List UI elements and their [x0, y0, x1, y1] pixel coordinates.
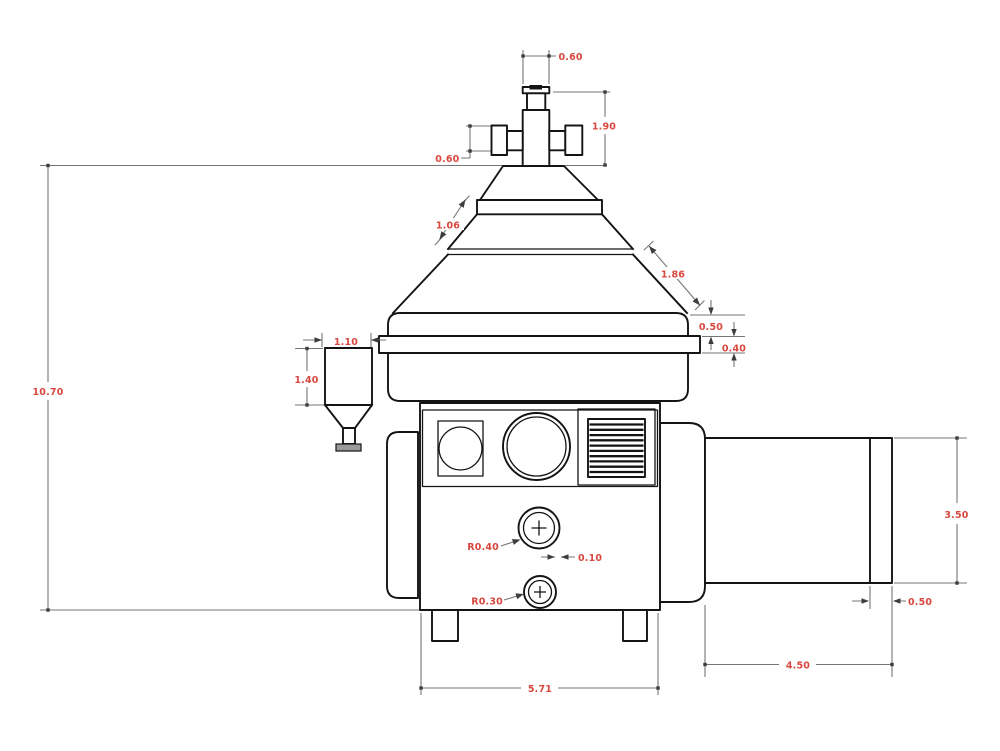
- right-arm-flange: [564, 124, 584, 156]
- drive-adapter: [659, 422, 706, 603]
- dimension-end-markers: [46, 54, 959, 690]
- lower-port: [523, 575, 557, 609]
- dim-lower-port-radius: R0.30: [471, 597, 503, 608]
- right-foot: [622, 609, 648, 642]
- upper-port: [517, 506, 561, 550]
- vent-grille: [577, 408, 656, 486]
- collection-hopper: [323, 347, 374, 452]
- valve-body: [521, 109, 551, 167]
- dim-motor-end-cap-width: 0.50: [908, 597, 932, 608]
- dim-hopper-width: 1.10: [334, 337, 358, 348]
- dim-port-wall-thickness: 0.10: [578, 553, 602, 564]
- valve-cross-assembly: [490, 85, 584, 167]
- dim-upper-cone-slope: 1.06: [436, 221, 460, 232]
- dim-motor-length: 4.50: [786, 661, 810, 672]
- inspection-ports: [517, 506, 561, 609]
- dim-inlet-arm-height: 0.60: [435, 154, 459, 165]
- dim-overall-height: 10.70: [32, 387, 63, 398]
- hopper-flange: [335, 443, 362, 452]
- motor-housing: [704, 437, 893, 584]
- frame-body: [419, 402, 661, 611]
- motor-assembly: [659, 422, 893, 603]
- dim-upper-port-radius: R0.40: [467, 542, 499, 553]
- dim-lower-cone-slope: 1.86: [661, 270, 685, 281]
- dim-casing-flange-height: 0.40: [722, 344, 746, 355]
- dimension-labels: 0.60 1.90 0.60 1.06 1.86 0.50 0.40 1.10 …: [32, 52, 968, 695]
- casing-flange-strip: [378, 335, 701, 354]
- dimension-arrows: [314, 199, 901, 604]
- sight-glass-inner: [506, 416, 567, 477]
- valve-cap-tab: [529, 85, 542, 90]
- dim-inlet-assembly-height: 1.90: [592, 122, 616, 133]
- gauge-box: [437, 420, 484, 477]
- separator-cone: [391, 165, 689, 315]
- upper-panel: [421, 409, 659, 488]
- dim-hopper-height: 1.40: [294, 375, 318, 386]
- dim-cone-rim-height: 0.50: [699, 322, 723, 333]
- dim-inlet-pipe-width: 0.60: [559, 52, 583, 63]
- dimensions: 0.60 1.90 0.60 1.06 1.86 0.50 0.40 1.10 …: [32, 52, 968, 695]
- dim-base-width: 5.71: [528, 684, 552, 695]
- left-arm-flange: [490, 124, 508, 156]
- left-bracket: [386, 431, 419, 599]
- gauge-dial: [438, 426, 483, 471]
- dim-motor-height: 3.50: [944, 510, 968, 521]
- feet: [431, 609, 648, 642]
- sight-glass-outer: [502, 412, 571, 481]
- left-foot: [431, 609, 459, 642]
- bowl-casing: [387, 312, 689, 402]
